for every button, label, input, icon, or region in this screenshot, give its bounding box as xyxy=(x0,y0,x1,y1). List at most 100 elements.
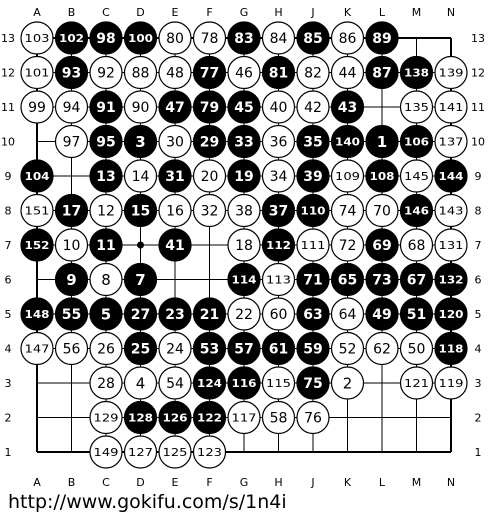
black-stone: 148 xyxy=(20,297,54,331)
stone-disc xyxy=(158,193,192,228)
stone-move-number: 56 xyxy=(63,342,81,358)
stone-move-number: 58 xyxy=(270,411,288,427)
white-stone: 74 xyxy=(330,193,365,228)
stone-move-number: 91 xyxy=(96,100,115,116)
stone-disc xyxy=(227,21,261,55)
stone-move-number: 123 xyxy=(197,446,222,459)
stone-disc xyxy=(330,228,365,262)
black-stone: 144 xyxy=(434,159,468,193)
white-stone: 12 xyxy=(89,193,123,228)
white-stone: 113 xyxy=(261,262,296,297)
stone-disc xyxy=(434,297,468,331)
column-label: G xyxy=(240,476,249,488)
black-stone: 29 xyxy=(192,124,227,159)
stone-move-number: 36 xyxy=(270,135,288,151)
stone-move-number: 104 xyxy=(25,170,50,183)
column-label: K xyxy=(344,476,352,488)
stone-disc xyxy=(227,400,261,435)
white-stone: 64 xyxy=(330,297,365,331)
stone-move-number: 147 xyxy=(25,342,50,355)
black-stone: 11 xyxy=(89,228,123,262)
stone-move-number: 13 xyxy=(96,169,115,185)
stone-disc xyxy=(54,90,89,124)
stone-disc xyxy=(123,297,158,331)
black-stone: 9 xyxy=(54,262,89,297)
white-stone: 131 xyxy=(434,228,468,262)
white-stone: 86 xyxy=(330,21,365,55)
stone-disc xyxy=(365,297,399,331)
stone-disc xyxy=(54,55,89,90)
column-label: H xyxy=(274,6,282,19)
white-stone: 32 xyxy=(192,193,227,228)
stone-move-number: 27 xyxy=(131,307,150,323)
stone-disc xyxy=(261,228,296,262)
stone-disc xyxy=(399,124,434,159)
black-stone: 23 xyxy=(158,297,192,331)
stone-move-number: 83 xyxy=(234,31,253,47)
white-stone: 151 xyxy=(20,193,54,228)
stone-move-number: 140 xyxy=(335,135,360,148)
column-label: L xyxy=(379,476,386,488)
stone-move-number: 95 xyxy=(96,135,115,151)
black-stone: 104 xyxy=(20,159,54,193)
black-stone: 61 xyxy=(261,331,296,366)
black-stone: 57 xyxy=(227,331,261,366)
row-label: 8 xyxy=(475,205,482,218)
white-stone: 16 xyxy=(158,193,192,228)
stone-move-number: 22 xyxy=(235,307,253,323)
column-label: E xyxy=(172,476,179,488)
stone-move-number: 67 xyxy=(407,273,426,289)
stone-disc xyxy=(123,331,158,366)
stone-disc xyxy=(54,124,89,159)
source-url[interactable]: http://www.gokifu.com/s/1n4i xyxy=(8,491,287,513)
white-stone: 26 xyxy=(89,331,123,366)
white-stone: 139 xyxy=(434,55,468,90)
stone-disc xyxy=(89,228,123,262)
black-stone: 108 xyxy=(365,159,399,193)
stone-disc xyxy=(399,228,434,262)
row-label: 11 xyxy=(471,101,485,114)
row-label: 7 xyxy=(5,239,12,252)
stone-move-number: 82 xyxy=(304,66,322,82)
black-stone: 65 xyxy=(330,262,365,297)
stone-disc xyxy=(434,366,468,400)
stone-move-number: 79 xyxy=(200,100,219,116)
stone-move-number: 50 xyxy=(408,342,426,358)
stone-move-number: 145 xyxy=(404,170,429,183)
stone-move-number: 48 xyxy=(166,66,184,82)
stone-move-number: 24 xyxy=(166,342,184,358)
stone-disc xyxy=(123,435,158,469)
stone-disc xyxy=(89,297,123,331)
stone-move-number: 121 xyxy=(404,377,429,390)
black-stone: 53 xyxy=(192,331,227,366)
black-stone: 112 xyxy=(261,228,296,262)
stone-move-number: 31 xyxy=(165,169,184,185)
row-label: 12 xyxy=(1,67,15,80)
stone-move-number: 42 xyxy=(304,100,322,116)
stone-move-number: 118 xyxy=(439,342,464,355)
stone-disc xyxy=(54,228,89,262)
stone-move-number: 17 xyxy=(62,204,81,220)
white-stone: 101 xyxy=(20,55,54,90)
stone-move-number: 61 xyxy=(269,342,288,358)
black-stone: 55 xyxy=(54,297,89,331)
stone-move-number: 141 xyxy=(439,101,464,114)
stone-disc xyxy=(330,55,365,90)
black-stone: 31 xyxy=(158,159,192,193)
stone-disc xyxy=(261,262,296,297)
stone-disc xyxy=(261,400,296,435)
stone-move-number: 18 xyxy=(235,238,253,254)
stone-move-number: 85 xyxy=(303,31,322,47)
row-label: 4 xyxy=(5,343,12,356)
white-stone: 111 xyxy=(296,228,330,262)
white-stone: 68 xyxy=(399,228,434,262)
stone-move-number: 148 xyxy=(25,308,50,321)
black-stone: 132 xyxy=(434,262,468,297)
white-stone: 70 xyxy=(365,193,399,228)
white-stone: 121 xyxy=(399,366,434,400)
stone-move-number: 131 xyxy=(439,239,464,252)
column-label: M xyxy=(412,476,422,488)
white-stone: 46 xyxy=(227,55,261,90)
stone-move-number: 86 xyxy=(339,31,357,47)
stone-disc xyxy=(158,400,192,435)
